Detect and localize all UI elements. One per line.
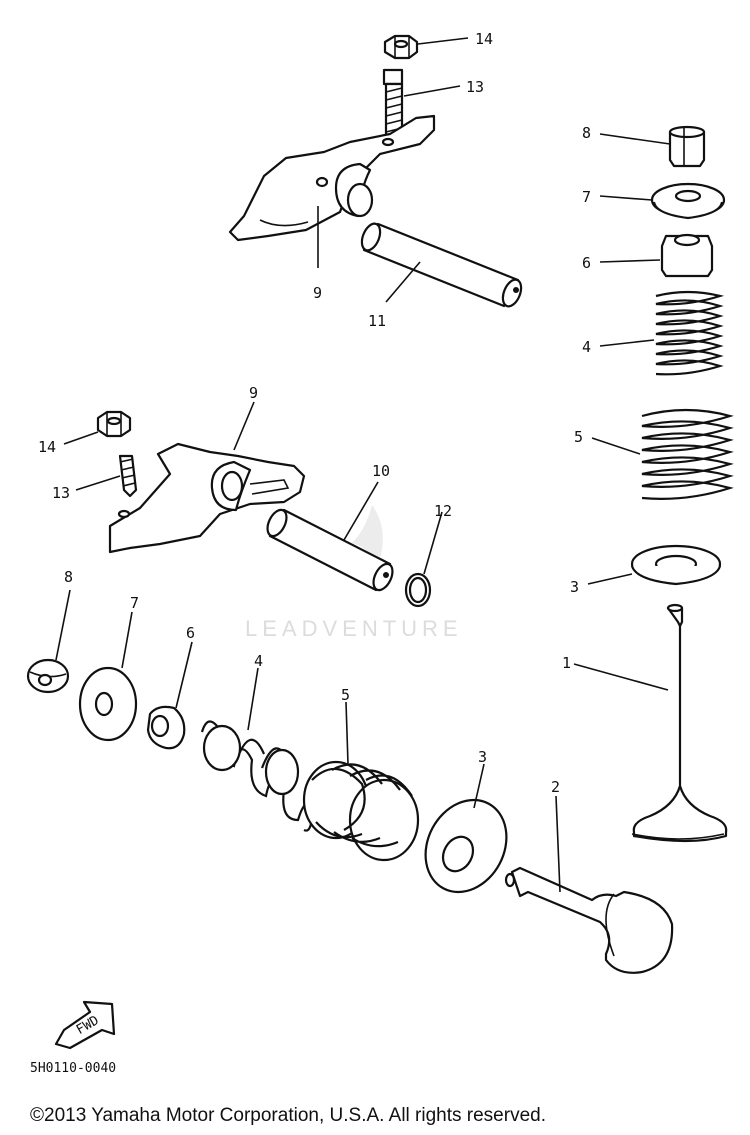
- right-outer-spring-part: [641, 408, 734, 500]
- diagram-code: 5H0110-0040: [30, 1061, 116, 1076]
- lower-outer-spring-part: [302, 760, 420, 862]
- callout-10: 10: [372, 462, 390, 480]
- lower-spring-seat-part: [424, 798, 508, 894]
- callout-5-right: 5: [574, 428, 583, 446]
- callout-7-lower: 7: [130, 594, 139, 612]
- lower-seal-part: [146, 705, 186, 750]
- callout-8-right: 8: [582, 124, 591, 142]
- lower-rocker-shaft-part: [266, 508, 394, 592]
- right-inner-spring-part: [655, 290, 725, 376]
- callout-14-upper: 14: [475, 30, 493, 48]
- o-ring-part: [404, 572, 432, 608]
- callout-14-lower: 14: [38, 438, 56, 456]
- right-retainer-part: [650, 182, 726, 220]
- callout-6-lower: 6: [186, 624, 195, 642]
- callout-9-lower: 9: [249, 384, 258, 402]
- callout-11: 11: [368, 312, 386, 330]
- callout-5-lower: 5: [341, 686, 350, 704]
- callout-6-right: 6: [582, 254, 591, 272]
- right-spring-seat-part: [630, 544, 722, 586]
- lower-adjust-screw-part: [118, 454, 138, 498]
- callout-2: 2: [551, 778, 560, 796]
- right-valve-stack: [630, 125, 734, 843]
- lower-rocker-arm-part: [108, 442, 306, 554]
- lower-valve-part: [504, 866, 674, 974]
- watermark: LEADVENTURE: [245, 505, 463, 641]
- watermark-text: LEADVENTURE: [245, 616, 463, 641]
- callout-3-lower: 3: [478, 748, 487, 766]
- lower-valve-stack: [26, 658, 674, 974]
- leader-lines: [55, 37, 671, 893]
- lower-retainer-part: [78, 666, 138, 742]
- callout-7-right: 7: [582, 188, 591, 206]
- callout-13-upper: 13: [466, 78, 484, 96]
- callout-13-lower: 13: [52, 484, 70, 502]
- upper-nut-part: [383, 34, 419, 60]
- callout-4-right: 4: [582, 338, 591, 356]
- fwd-arrow-icon: FWD: [54, 1000, 116, 1050]
- callout-8-lower: 8: [64, 568, 73, 586]
- upper-rocker-shaft-part: [360, 222, 523, 308]
- right-seal-part: [660, 233, 714, 278]
- upper-rocker-assembly: [228, 34, 523, 308]
- callout-1: 1: [562, 654, 571, 672]
- callout-12: 12: [434, 502, 452, 520]
- upper-rocker-arm-part: [228, 114, 436, 242]
- lower-rocker-assembly: [96, 410, 432, 608]
- right-valve-part: [631, 603, 728, 843]
- lower-nut-part: [96, 410, 132, 438]
- callout-9-upper: 9: [313, 284, 322, 302]
- right-cotter-part: [668, 125, 706, 168]
- lower-cotter-part: [26, 658, 70, 694]
- lower-inner-spring-part: [200, 720, 314, 832]
- callout-numbers: 14 13 9 11 8 7 6 4 5 3 1 9 14 13 10 12 8…: [38, 30, 591, 796]
- callout-4-lower: 4: [254, 652, 263, 670]
- copyright-text: ©2013 Yamaha Motor Corporation, U.S.A. A…: [30, 1105, 546, 1126]
- callout-3-right: 3: [570, 578, 579, 596]
